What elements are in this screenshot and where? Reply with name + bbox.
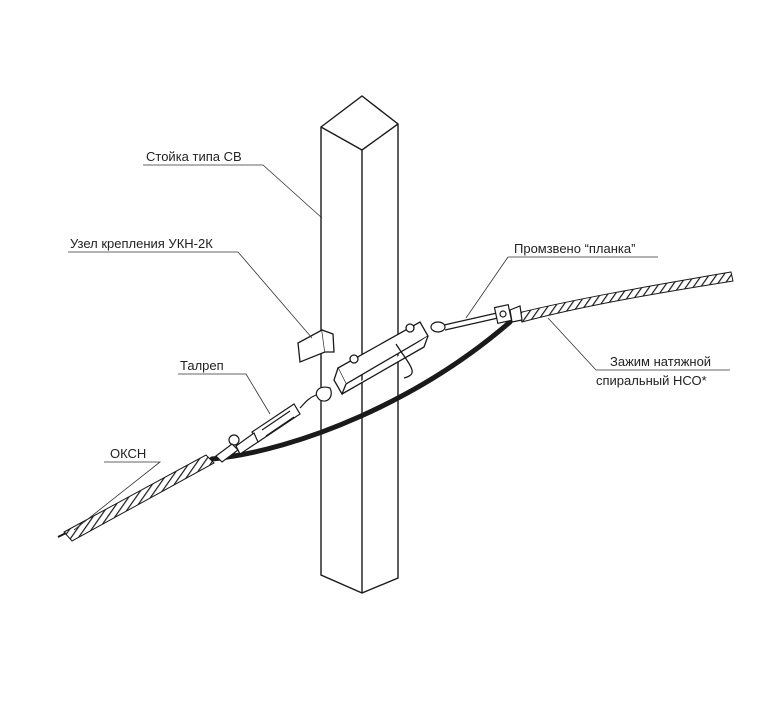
label-turnbuckle: Талреп [180,358,224,373]
label-mount: Узел крепления УКН-2К [70,236,213,251]
mount-bracket [297,321,429,396]
turnbuckle [215,386,332,463]
right-cable [517,271,734,323]
label-pole: Стойка типа СВ [146,149,242,164]
link-plate [430,304,523,333]
leader-lines [68,164,730,531]
label-link: Промзвено “планка” [514,241,636,256]
left-cable [57,454,215,542]
label-clamp-line1: Зажим натяжной [610,354,712,369]
label-cable: ОКСН [110,446,147,461]
label-clamp-line2: спиральный НСО* [596,373,707,388]
sag-cable [209,319,513,462]
